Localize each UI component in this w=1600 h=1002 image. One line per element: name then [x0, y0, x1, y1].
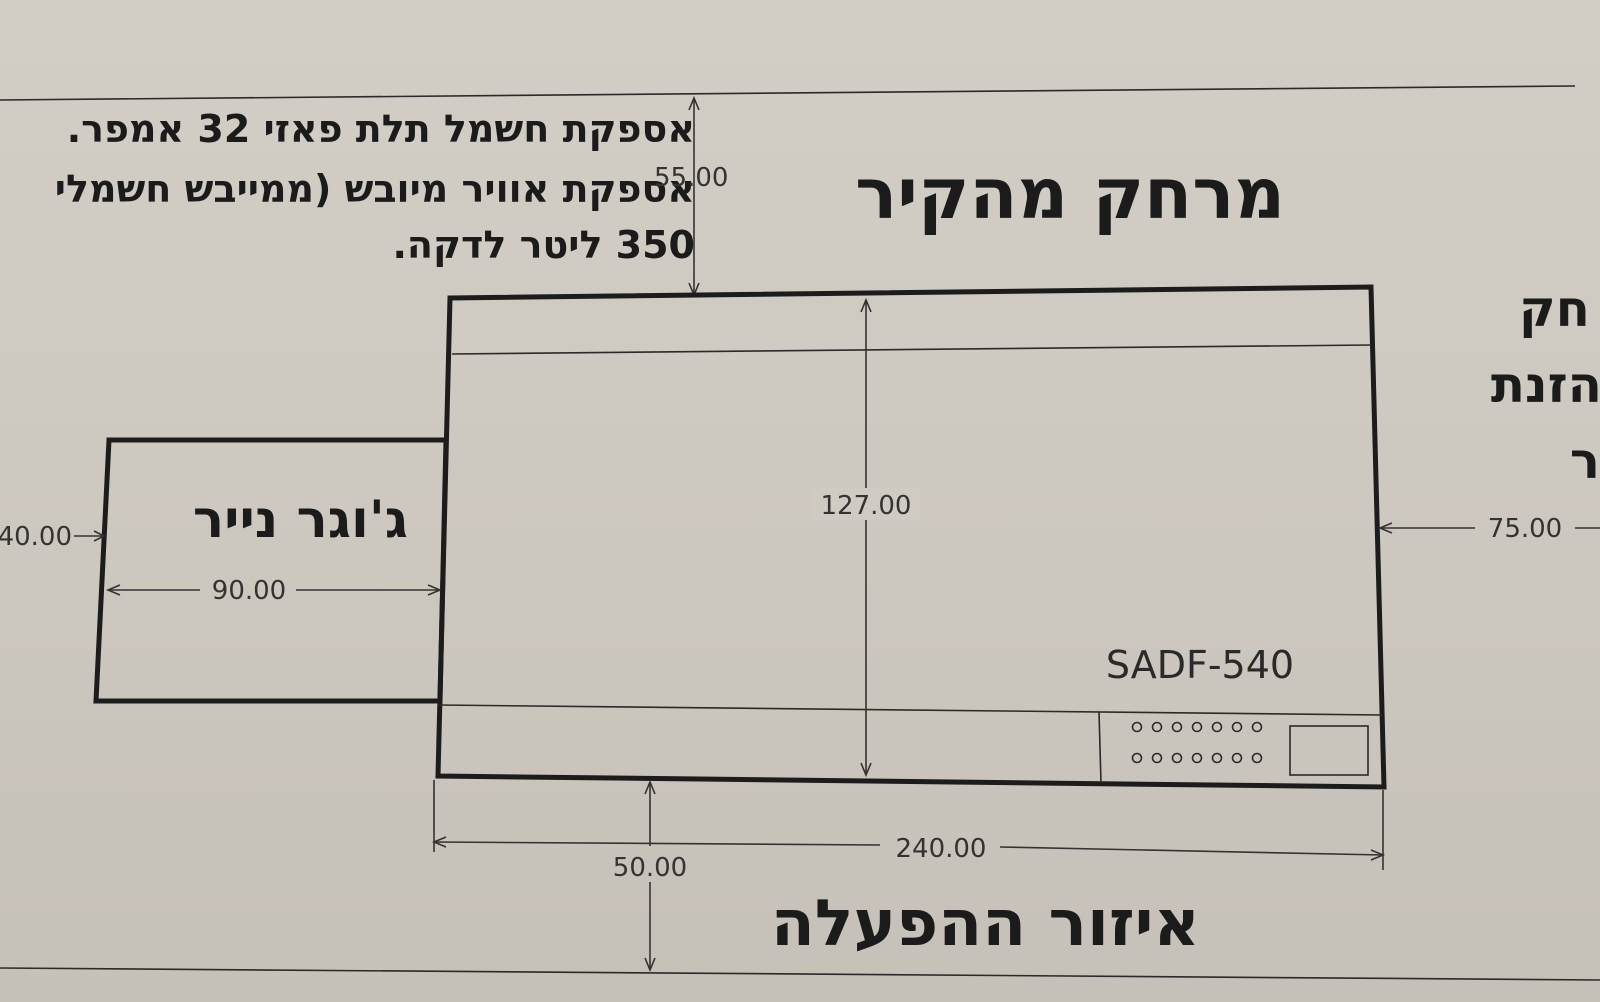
dim-jogger-arrow-right	[427, 584, 443, 596]
wall-distance-label: מרחק מהקיר	[855, 153, 1285, 235]
control-panel-buttons	[1131, 721, 1263, 764]
dim-width-arrow-right	[1370, 849, 1386, 861]
machine-bottom-band	[437, 704, 1383, 716]
sheet-bottom-border	[0, 967, 1600, 981]
model-label: SADF-540	[1106, 643, 1294, 687]
control-button-hole	[1131, 752, 1143, 764]
control-panel-display	[1289, 725, 1369, 776]
dim-top-arrow-up	[688, 95, 700, 111]
dim-right-arrow	[1377, 522, 1393, 534]
control-button-hole	[1131, 721, 1143, 733]
dim-right-value: 75.00	[1488, 514, 1562, 544]
control-button-hole	[1171, 752, 1183, 764]
paper-jogger-outline	[93, 437, 449, 704]
dim-height-value: 127.00	[821, 491, 912, 521]
control-button-hole	[1191, 752, 1203, 764]
note-air-supply: אספקת אוויר מיובש (ממייבש חשמלי	[55, 167, 695, 211]
dim-left-value: 40.00	[0, 522, 72, 552]
note-air-flow: 350 ליטר לדקה.	[392, 223, 695, 267]
dim-height-arrow-down	[860, 762, 872, 778]
dim-bottom-arrow-up	[644, 779, 656, 795]
control-button-hole	[1251, 721, 1263, 733]
dim-height-label-bg	[812, 488, 920, 520]
operation-area-label: איזור ההפעלה	[771, 887, 1200, 961]
machine-top-band	[451, 344, 1372, 355]
control-button-hole	[1191, 721, 1203, 733]
control-button-hole	[1151, 721, 1163, 733]
right-label-line2: הזנת	[1491, 356, 1600, 414]
control-button-hole	[1211, 721, 1223, 733]
dim-bottom-arrow-down	[644, 957, 656, 973]
dim-left-arrow	[93, 530, 106, 542]
right-label-line1: חק	[1519, 280, 1590, 338]
right-label-line3: ר	[1570, 432, 1600, 490]
control-button-hole	[1251, 752, 1263, 764]
control-button-hole	[1151, 752, 1163, 764]
dim-width-line-right	[999, 846, 1384, 856]
dim-top-value: 55.00	[654, 163, 728, 193]
paper-jogger-label: ג'וגר נייר	[193, 490, 408, 550]
control-panel-divider	[1098, 711, 1102, 784]
control-button-hole	[1231, 752, 1243, 764]
sheet-top-border	[0, 85, 1576, 101]
machine-outline	[435, 284, 1387, 790]
dim-jogger-value: 90.00	[212, 576, 286, 606]
note-power-supply: אספקת חשמל תלת פאזי 32 אמפר.	[67, 107, 695, 151]
control-button-hole	[1211, 752, 1223, 764]
control-button-hole	[1171, 721, 1183, 733]
dim-width-line-left	[433, 841, 881, 846]
dim-bottom-value: 50.00	[613, 853, 687, 883]
control-button-hole	[1231, 721, 1243, 733]
dim-width-arrow-left	[431, 836, 447, 848]
dim-jogger-arrow-left	[105, 584, 121, 596]
dim-width-value: 240.00	[896, 834, 987, 864]
dim-height-arrow-up	[860, 297, 872, 313]
